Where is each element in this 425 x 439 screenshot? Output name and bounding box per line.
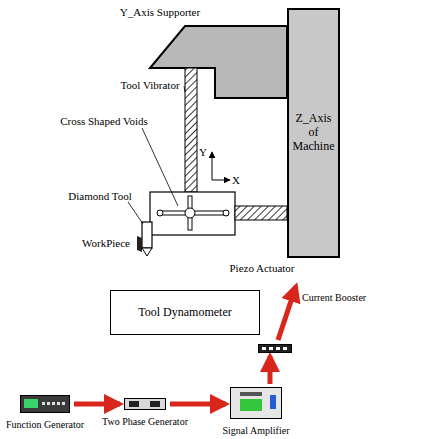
y-axis-arrow [212, 152, 213, 180]
function-generator: Function Generator [20, 395, 70, 413]
leader-line [142, 128, 178, 206]
device-label: Function Generator [6, 419, 84, 431]
device-icon [230, 387, 282, 419]
device-label: Signal Amplifier [223, 425, 290, 437]
part-label: Cross Shaped Voids [60, 115, 148, 127]
workpiece [137, 236, 142, 252]
signal-arrow [278, 286, 296, 340]
signal-arrow [268, 356, 273, 384]
signal-arrow [74, 402, 120, 407]
axis-label: Y [199, 146, 207, 158]
piezo-actuator [235, 206, 287, 220]
part-label: Diamond Tool [68, 190, 132, 202]
cross-void [185, 208, 195, 218]
leader-line [128, 202, 143, 224]
signal-amplifier: Signal Amplifier [230, 387, 282, 419]
diamond-tip [142, 248, 152, 256]
device-icon [258, 344, 292, 353]
device-label: Two Phase Generator [102, 416, 188, 428]
x-axis-arrow [212, 180, 230, 181]
device-icon [124, 398, 166, 410]
diamond-tool [142, 222, 152, 248]
part-label: Tool Vibrator [120, 79, 179, 91]
device-icon [20, 395, 70, 413]
node-text: Z_Axis of Machine [292, 112, 335, 153]
leader-line [184, 86, 185, 92]
part-label: Y_Axis Supporter [120, 6, 200, 18]
cross-void [157, 210, 163, 216]
tool-holder-body [150, 192, 235, 235]
two-phase-generator: Two Phase Generator [124, 398, 166, 410]
machine-axis-box: Z_Axis of Machine [287, 8, 340, 258]
current-booster: Current Booster [258, 344, 292, 353]
signal-arrow [170, 402, 226, 407]
axis-label: X [232, 174, 240, 186]
cross-void [223, 210, 229, 216]
dynamometer-box: Tool Dynamometer [110, 290, 260, 335]
device-label: Current Booster [302, 292, 366, 304]
part-label: Piezo Actuator [229, 262, 294, 274]
part-label: WorkPiece [82, 237, 130, 249]
node-text: Tool Dynamometer [138, 306, 231, 320]
tool-vibrator [185, 68, 197, 192]
